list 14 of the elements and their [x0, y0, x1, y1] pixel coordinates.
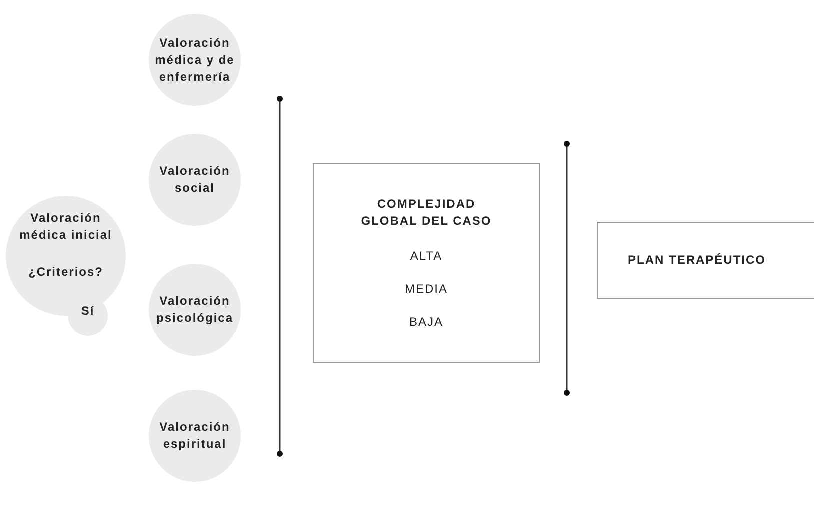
process-box — [313, 163, 540, 363]
node-label: Valoración social — [158, 163, 232, 197]
level-label: MEDIA — [404, 280, 448, 298]
node-label: PLAN TERAPÉUTICO — [628, 252, 766, 269]
node-label: ¿Criterios? — [27, 264, 104, 281]
node-label: COMPLEJIDAD GLOBAL DEL CASO — [360, 196, 493, 230]
node-label: Valoración espiritual — [158, 419, 232, 453]
node-label: Valoración médica inicial — [18, 210, 114, 244]
process-box — [597, 222, 814, 299]
level-label: BAJA — [409, 314, 444, 330]
node-label: Valoración psicológica — [155, 293, 235, 327]
level-label: ALTA — [410, 248, 443, 264]
node-label: Valoración médica y de enfermería — [154, 34, 236, 86]
node-label: Sí — [81, 303, 95, 320]
